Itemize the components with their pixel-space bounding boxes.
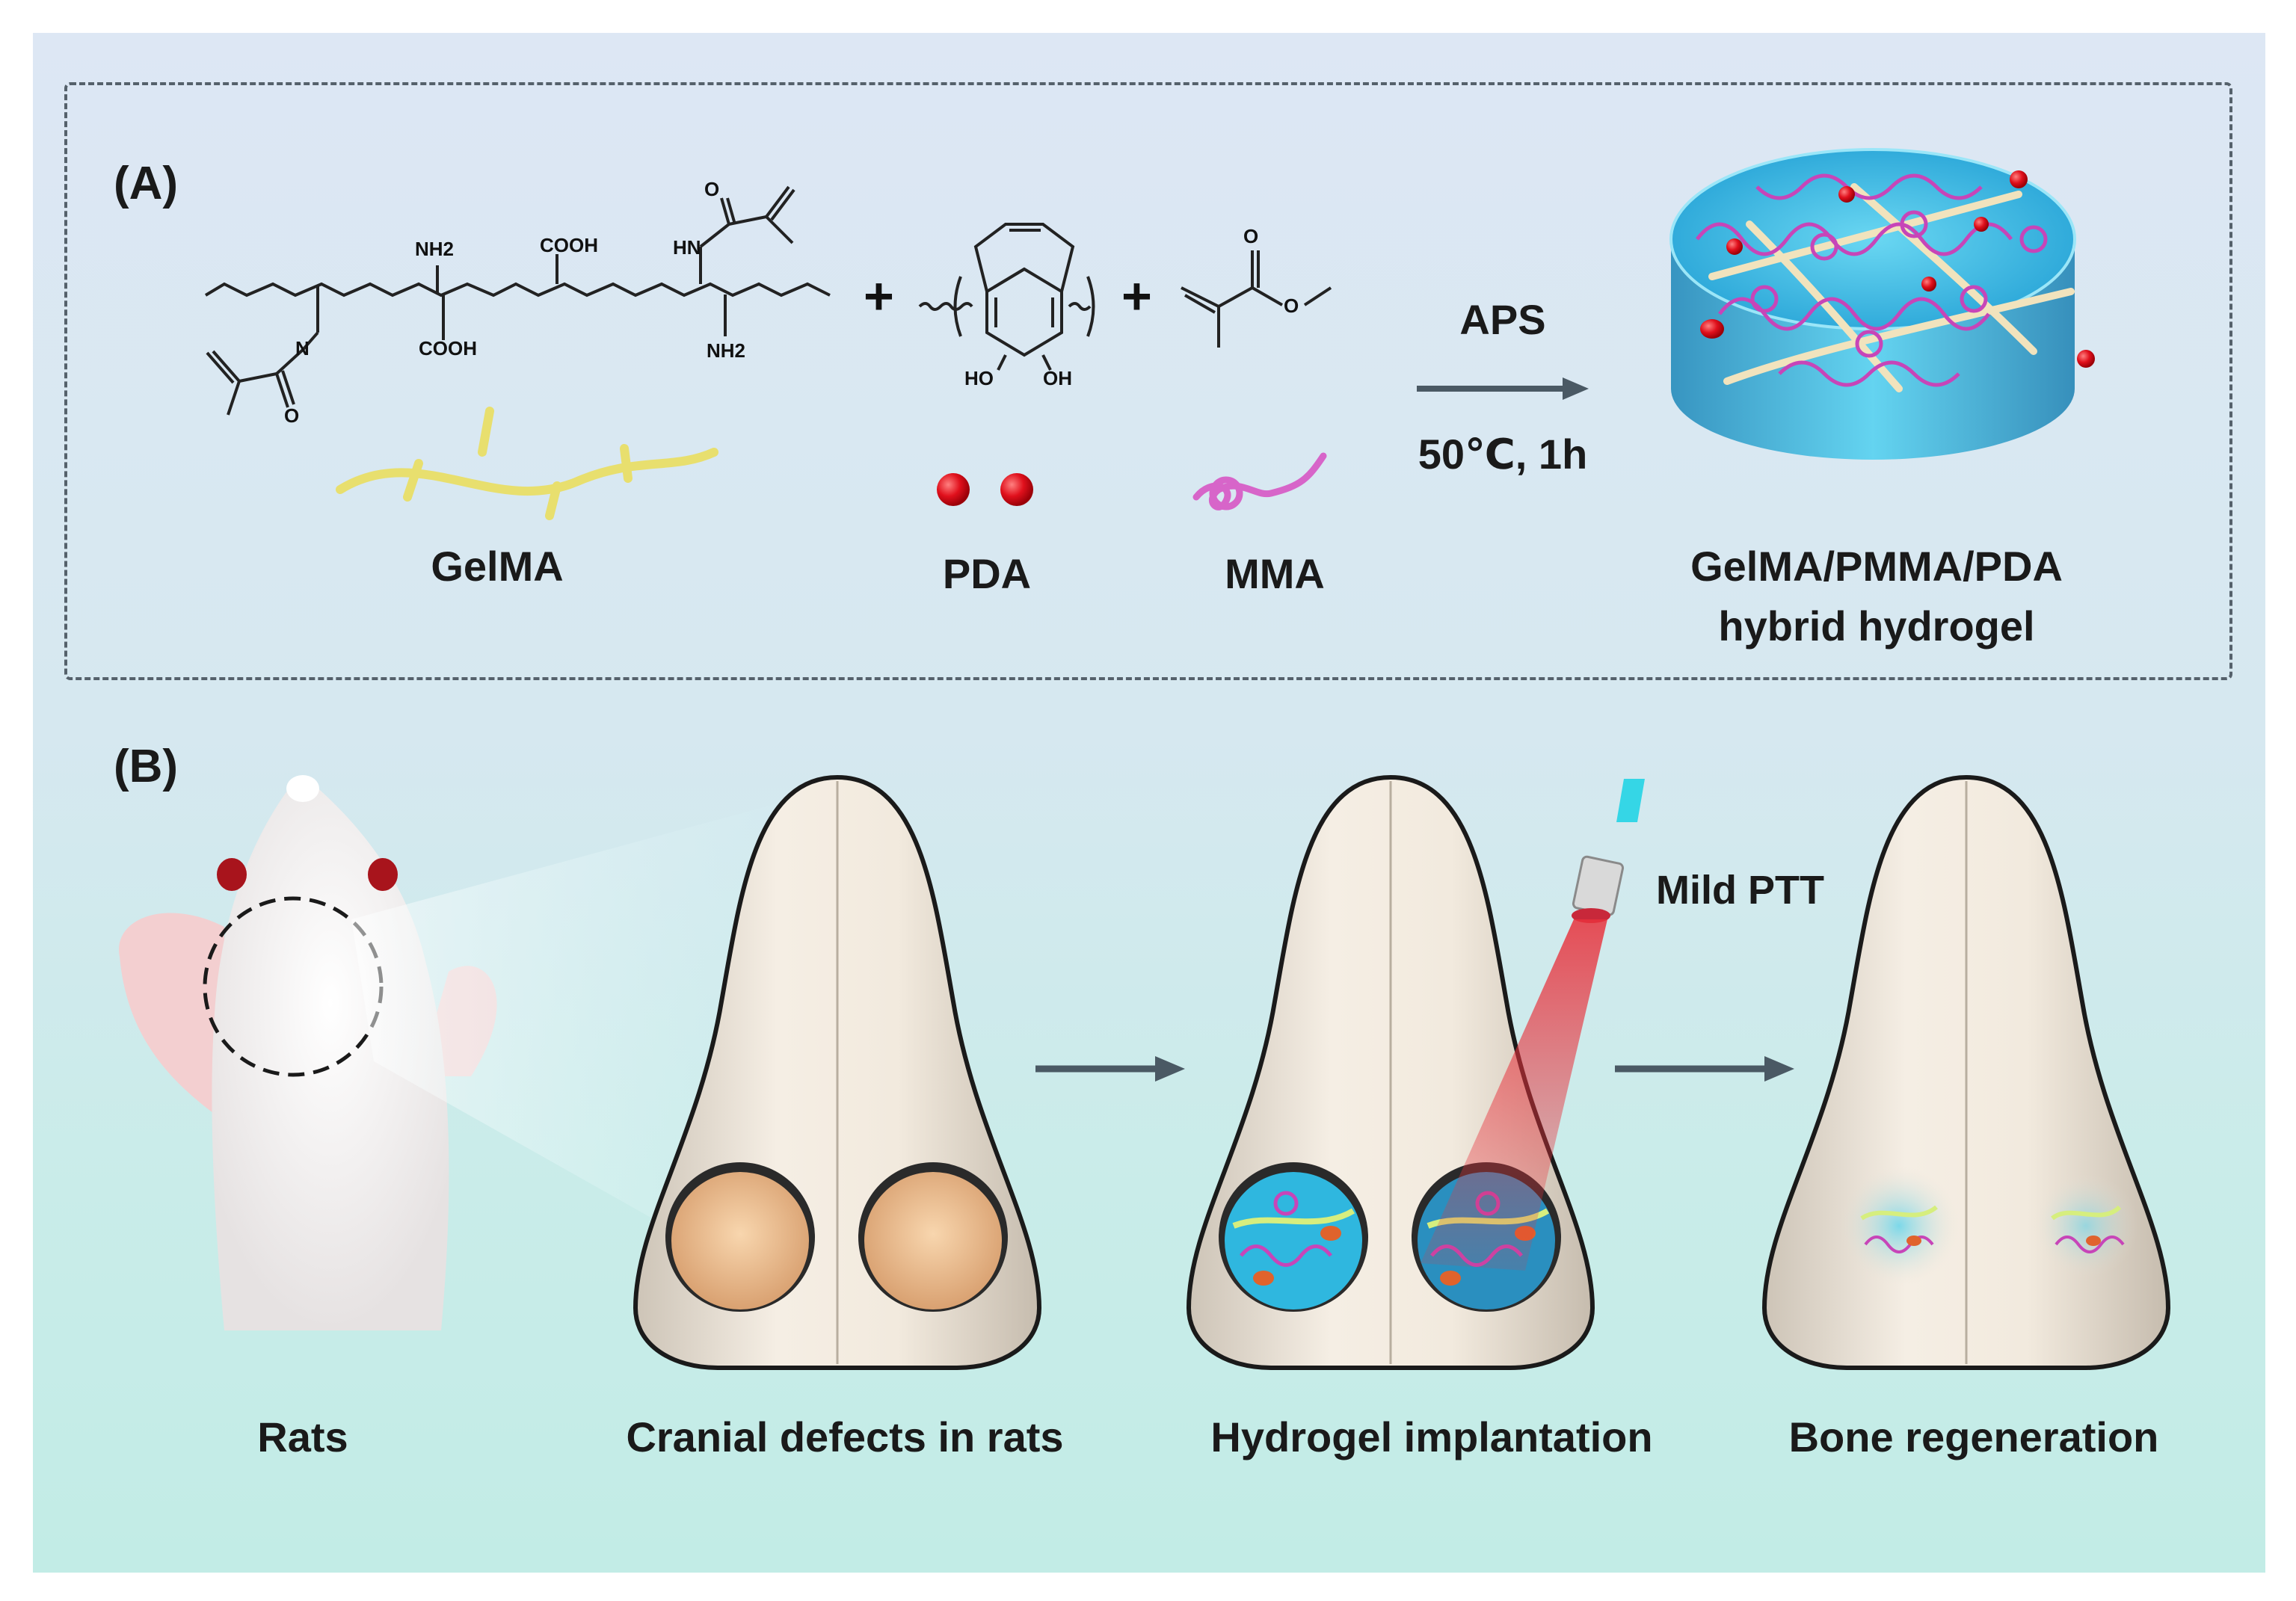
panel-a-label: (A) — [114, 158, 179, 209]
chem-cooh-bottom: COOH — [419, 337, 477, 360]
step-arrow-1 — [1035, 1056, 1185, 1082]
condition-temperature-time: 50℃, 1h — [1418, 431, 1588, 478]
panel-b-label: (B) — [114, 741, 179, 792]
chem-o-mma-ester: O — [1284, 294, 1299, 317]
condition-catalyst: APS — [1459, 296, 1546, 343]
magnification-cone — [351, 803, 778, 1226]
chem-n-left: N — [295, 337, 310, 360]
chem-o-top: O — [704, 178, 719, 200]
panel-a-frame — [64, 82, 2232, 680]
mild-ptt-label: Mild PTT — [1656, 868, 1824, 913]
chem-nh2-bottom: NH2 — [707, 339, 745, 362]
step-label-hydrogel-implantation: Hydrogel implantation — [1210, 1413, 1653, 1460]
product-label-line1: GelMA/PMMA/PDA — [1690, 543, 2063, 590]
mma-label: MMA — [1225, 550, 1325, 597]
step-label-bone-regeneration: Bone regeneration — [1788, 1413, 2159, 1460]
pda-structure — [918, 223, 1095, 371]
gelma-label: GelMA — [431, 543, 564, 590]
chem-o-mma-top: O — [1243, 225, 1258, 247]
chem-o-left: O — [284, 404, 299, 427]
chem-nh2-top: NH2 — [415, 238, 454, 260]
mma-structure — [1181, 250, 1332, 348]
pda-bead-1 — [937, 473, 970, 506]
chem-cooh-top: COOH — [540, 234, 598, 256]
hydrogel-disc — [1669, 148, 2095, 460]
pda-bead-2 — [1000, 473, 1033, 506]
step-label-rats: Rats — [257, 1413, 348, 1460]
skull-cranial-defects — [633, 774, 1042, 1370]
gelma-icon — [336, 407, 718, 520]
chem-hn: HN — [673, 236, 701, 259]
laser-device — [1421, 779, 1645, 1271]
gelma-structure — [204, 185, 831, 416]
gelma-atom-labels: NH2 COOH HN O N O COOH NH2 — [284, 178, 745, 427]
skull-bone-regeneration — [1761, 774, 2171, 1370]
chem-oh: OH — [1043, 367, 1072, 389]
chem-ho: HO — [964, 367, 994, 389]
product-label-line2: hybrid hydrogel — [1718, 602, 2035, 650]
plus-sign-1: + — [864, 267, 894, 325]
plus-sign-2: + — [1121, 267, 1152, 325]
pda-label: PDA — [942, 550, 1032, 597]
mma-icon — [1192, 452, 1327, 510]
step-label-cranial-defects: Cranial defects in rats — [626, 1413, 1064, 1460]
step-arrow-2 — [1615, 1056, 1794, 1082]
reaction-arrow — [1417, 377, 1589, 400]
